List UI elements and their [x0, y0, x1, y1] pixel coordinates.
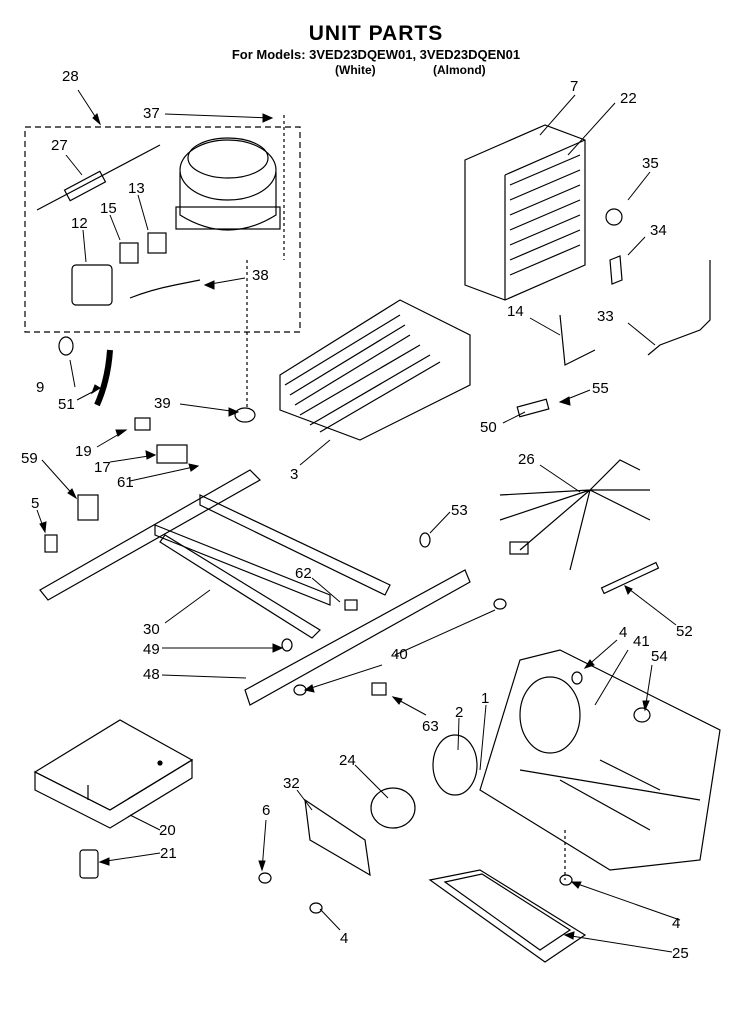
callout-26: 26 — [518, 451, 535, 468]
callout-24: 24 — [339, 752, 356, 769]
callout-7: 7 — [570, 78, 579, 95]
callout-4-bottom: 4 — [340, 930, 349, 947]
callout-2: 2 — [455, 704, 464, 721]
cover-clip-icon — [147, 232, 167, 254]
callout-50: 50 — [480, 419, 497, 436]
callout-55: 55 — [592, 380, 609, 397]
callout-30: 30 — [143, 621, 160, 638]
callout-19: 19 — [75, 443, 92, 460]
fan-motor-icon — [370, 787, 416, 829]
callout-3: 3 — [290, 466, 299, 483]
callout-52: 52 — [676, 623, 693, 640]
callout-28: 28 — [62, 68, 79, 85]
defrost-heater-icon — [647, 260, 711, 356]
fan-blade-icon — [432, 734, 478, 796]
screw-rear-icon — [493, 598, 507, 610]
sensor-icon — [605, 208, 623, 226]
callout-59: 59 — [21, 450, 38, 467]
rails-icon — [39, 469, 471, 706]
power-cord-block-icon — [156, 444, 188, 464]
callout-6: 6 — [262, 802, 271, 819]
wire-harness-icon — [499, 459, 651, 571]
clamp-icon — [44, 534, 58, 553]
callout-34: 34 — [650, 222, 667, 239]
callout-54: 54 — [651, 648, 668, 665]
clip-icon — [609, 255, 623, 285]
compressor-wire-harness-icon — [129, 279, 201, 299]
relay-icon — [71, 264, 113, 306]
callout-12: 12 — [71, 215, 88, 232]
screw-icon — [419, 532, 431, 548]
callout-9: 9 — [36, 379, 45, 396]
callout-53: 53 — [451, 502, 468, 519]
tube-icon — [94, 349, 113, 407]
callout-39: 39 — [154, 395, 171, 412]
callout-14: 14 — [507, 303, 524, 320]
drain-pan-icon — [428, 869, 587, 963]
tie-wrap-icon — [600, 561, 660, 595]
callout-21: 21 — [160, 845, 177, 862]
screw-front-icon — [293, 684, 307, 696]
foot-icon — [79, 849, 99, 879]
callout-48: 48 — [143, 666, 160, 683]
callout-62: 62 — [295, 565, 312, 582]
fan-bracket-icon — [479, 649, 721, 871]
callout-17: 17 — [94, 459, 111, 476]
callout-40: 40 — [391, 646, 408, 663]
models-line: For Models: 3VED23DQEW01, 3VED23DQEN01 — [231, 47, 521, 62]
callout-38: 38 — [252, 267, 269, 284]
callout-61: 61 — [117, 474, 134, 491]
callout-37: 37 — [143, 105, 160, 122]
page-title: UNIT PARTS — [308, 22, 444, 45]
grommet-icon — [234, 407, 256, 423]
callout-1: 1 — [481, 690, 490, 707]
callout-27: 27 — [51, 137, 68, 154]
color-white-label: (White) — [335, 63, 376, 77]
drier-icon — [36, 144, 161, 211]
cover-panel-icon — [33, 719, 194, 829]
callout-63: 63 — [422, 718, 439, 735]
cable-clip-icon — [77, 494, 99, 521]
callout-20: 20 — [159, 822, 176, 839]
cap-icon — [633, 707, 651, 723]
hanger-icon — [559, 314, 596, 366]
callout-32: 32 — [283, 775, 300, 792]
callout-5: 5 — [31, 495, 40, 512]
screw-top-icon — [571, 671, 583, 685]
screw-left-icon — [258, 872, 272, 884]
terminal-block-icon — [134, 417, 151, 431]
callout-33: 33 — [597, 308, 614, 325]
callout-41: 41 — [633, 633, 650, 650]
compressor-icon — [175, 137, 281, 231]
callout-51: 51 — [58, 396, 75, 413]
callout-49: 49 — [143, 641, 160, 658]
callout-15: 15 — [100, 200, 117, 217]
motor-bracket-icon — [304, 798, 371, 877]
callout-22: 22 — [620, 90, 637, 107]
plug-icon — [58, 336, 74, 356]
screw-right-icon — [559, 874, 573, 886]
nut-icon — [371, 682, 387, 696]
bracket-icon — [516, 398, 550, 418]
evaporator-icon — [464, 124, 586, 301]
screw-rail-icon — [281, 638, 293, 652]
screw-bottom-icon — [309, 902, 323, 914]
leader-lines — [36, 89, 681, 953]
color-almond-label: (Almond) — [433, 63, 486, 77]
condenser-icon — [279, 299, 471, 441]
callout-25: 25 — [672, 945, 689, 962]
callout-35: 35 — [642, 155, 659, 172]
callout-4-right: 4 — [672, 915, 681, 932]
spacer-icon — [344, 599, 358, 611]
callout-4-top: 4 — [619, 624, 628, 641]
callout-13: 13 — [128, 180, 145, 197]
overload-icon — [119, 242, 139, 264]
